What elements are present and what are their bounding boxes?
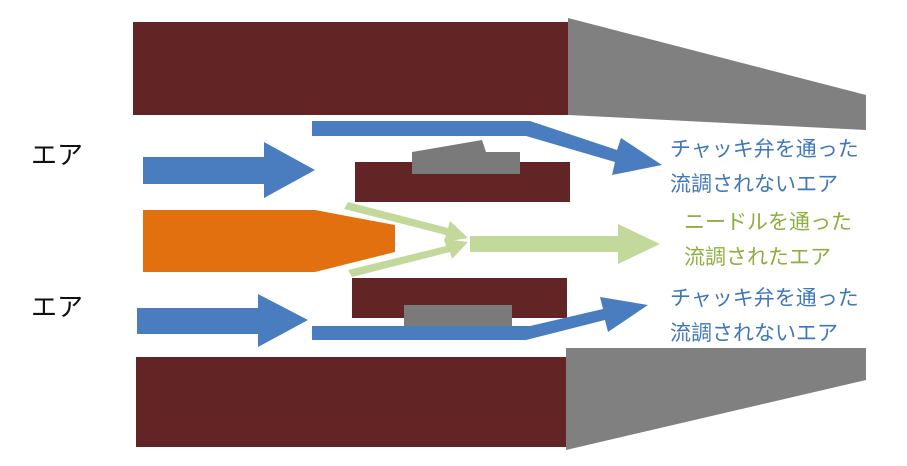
check-valve-label-bottom-line1: チャッキ弁を通った [670, 286, 859, 310]
lower-body-block [136, 357, 568, 447]
needle-label-line2: 流調されたエア [684, 245, 831, 269]
needle-flow-arrow-lower [348, 239, 468, 277]
bypass-arrow-top [312, 121, 662, 175]
air-label-bottom: エア [31, 293, 84, 323]
upper-nozzle-cone [568, 18, 866, 130]
needle-flow-arrow-upper [344, 202, 468, 242]
air-label-top: エア [31, 141, 84, 171]
upper-check-valve [412, 140, 520, 174]
upper-body-block [133, 22, 573, 115]
inlet-arrow-bottom [137, 294, 308, 347]
metered-outlet-arrow [470, 224, 660, 264]
inlet-arrow-top [143, 142, 315, 198]
check-valve-label-top-line2: 流調されないエア [670, 172, 838, 196]
bypass-arrow-bottom [312, 297, 648, 340]
check-valve-label-top-line1: チャッキ弁を通った [670, 137, 859, 161]
needle-label-line1: ニードルを通った [684, 210, 852, 234]
needle [143, 210, 395, 272]
check-valve-label-bottom-line2: 流調されないエア [670, 321, 838, 345]
lower-nozzle-cone [566, 348, 866, 450]
